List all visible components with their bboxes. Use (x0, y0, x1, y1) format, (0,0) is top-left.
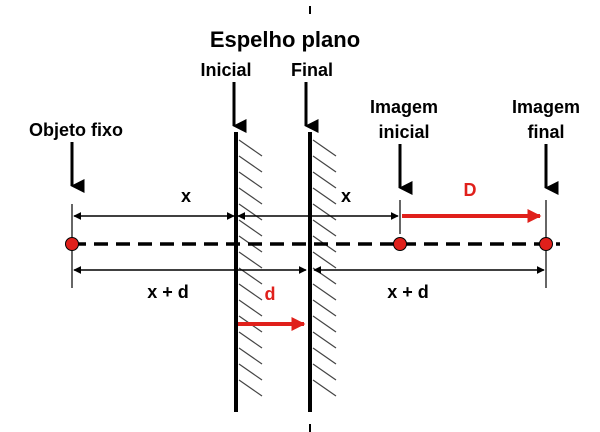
hatch-line (312, 347, 337, 365)
label-final: Final (291, 60, 333, 80)
red-dot-icon-image-final (539, 237, 553, 251)
hatch-line (238, 203, 263, 221)
label-x-left: x (181, 186, 191, 206)
hatch-line (312, 363, 337, 381)
hatch-line (238, 379, 263, 397)
hatch-line (312, 315, 337, 333)
hatch-line (238, 283, 263, 301)
label-xd-right: x + d (387, 282, 429, 302)
hatch-line (238, 251, 263, 269)
hatch-line (238, 347, 263, 365)
label-imagem-inicial-line1: Imagem (370, 97, 438, 117)
hatch-line (312, 155, 337, 173)
label-x-right: x (341, 186, 351, 206)
hatch-line (312, 139, 337, 157)
label-D: D (464, 180, 477, 200)
hatch-line (238, 155, 263, 173)
title: Espelho plano (210, 27, 360, 52)
hatch-line (312, 187, 337, 205)
label-objeto-fixo: Objeto fixo (29, 120, 123, 140)
label-imagem-inicial-line2: inicial (378, 122, 429, 142)
red-dot-icon-image-initial (393, 237, 407, 251)
hatch-line (312, 219, 337, 237)
hatch-line (312, 299, 337, 317)
hatch-line (238, 139, 263, 157)
label-imagem-final-line2: final (527, 122, 564, 142)
hatch-line (312, 203, 337, 221)
hatch-line (312, 379, 337, 397)
hatch-line (238, 171, 263, 189)
hatch-line (238, 363, 263, 381)
hatch-line (312, 171, 337, 189)
hatch-line (312, 251, 337, 269)
mirror-final-hatching (312, 139, 337, 397)
hatch-line (238, 187, 263, 205)
label-xd-left: x + d (147, 282, 189, 302)
label-d: d (265, 284, 276, 304)
hatch-line (238, 299, 263, 317)
red-dot-icon-object (65, 237, 79, 251)
hatch-line (238, 331, 263, 349)
hatch-line (238, 219, 263, 237)
hatch-line (312, 283, 337, 301)
label-inicial: Inicial (200, 60, 251, 80)
label-imagem-final-line1: Imagem (512, 97, 580, 117)
mirror-initial-hatching (238, 139, 263, 397)
hatch-line (312, 331, 337, 349)
